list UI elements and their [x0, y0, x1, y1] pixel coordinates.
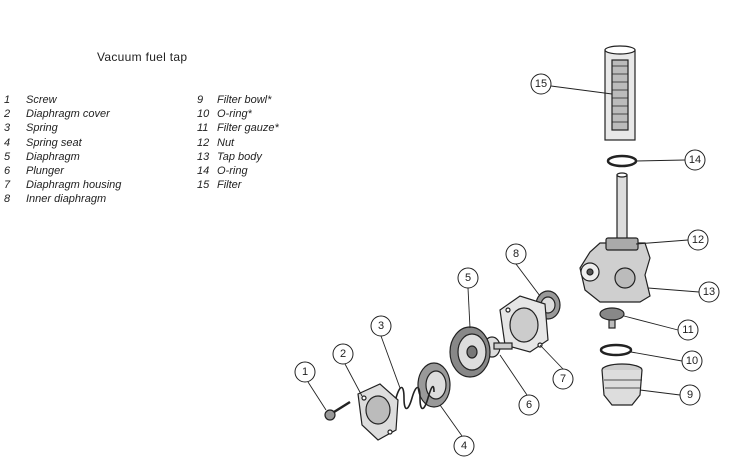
- o-ring-part: [599, 343, 633, 357]
- legend-item: 9 Filter bowl*: [197, 93, 279, 107]
- svg-text:14: 14: [689, 154, 701, 166]
- svg-text:11: 11: [682, 324, 693, 336]
- svg-text:5: 5: [465, 272, 471, 284]
- legend-label: Tap body: [217, 150, 262, 163]
- legend-label: Spring: [26, 122, 58, 135]
- legend-number: 4: [4, 136, 11, 149]
- legend-column-1: 1 Screw 2 Diaphragm cover 3 Spring 4 Spring …: [4, 93, 121, 207]
- legend-item: 12 Nut: [197, 136, 279, 150]
- legend-item: 5 Diaphragm: [4, 150, 121, 164]
- legend-item: 15 Filter: [197, 178, 279, 192]
- svg-text:9: 9: [687, 389, 693, 401]
- callout-9: 9: [679, 384, 701, 406]
- legend-number: 1: [4, 94, 11, 106]
- legend-label: Nut: [217, 136, 235, 149]
- filter-bowl-part: [601, 363, 643, 406]
- legend-item: 13 Tap body: [197, 150, 279, 164]
- leader-lines: [307, 85, 700, 437]
- callout-10: 10: [681, 350, 703, 372]
- legend-item: 7 Diaphragm housing: [4, 178, 121, 192]
- legend-number: 6: [4, 165, 11, 178]
- legend-number: 14: [197, 165, 210, 178]
- callout-3: 3: [370, 315, 392, 337]
- legend-item: 14 O-ring: [197, 164, 279, 178]
- svg-text:4: 4: [461, 440, 467, 452]
- spring-part: [395, 385, 435, 410]
- callout-5: 5: [457, 267, 479, 289]
- callout-13: 13: [698, 281, 720, 303]
- legend-label: Diaphragm cover: [26, 108, 110, 121]
- legend-label: Diaphragm: [26, 150, 80, 163]
- svg-text:1: 1: [302, 366, 308, 378]
- callout-2: 2: [332, 343, 354, 365]
- callout-11: 11: [677, 319, 699, 341]
- svg-text:13: 13: [703, 286, 715, 298]
- legend-item: 8 Inner diaphragm: [4, 192, 121, 206]
- callout-14: 14: [684, 149, 706, 171]
- spring-seat-part: [417, 362, 451, 408]
- legend-item: 3 Spring: [4, 121, 121, 135]
- legend-item: 6 Plunger: [4, 164, 121, 178]
- callout-15: 15: [530, 73, 552, 95]
- legend-label: Plunger: [26, 165, 64, 178]
- legend-number: 13: [197, 150, 210, 163]
- legend-number: 7: [4, 179, 11, 192]
- legend-label: Diaphragm housing: [26, 179, 122, 192]
- svg-text:6: 6: [526, 399, 532, 411]
- legend-number: 10: [197, 108, 210, 121]
- diaphragm-part: [449, 326, 491, 378]
- svg-text:12: 12: [692, 234, 704, 246]
- callout-7: 7: [552, 368, 574, 390]
- svg-text:15: 15: [535, 78, 547, 90]
- legend-label: Filter gauze*: [217, 122, 279, 135]
- svg-text:2: 2: [340, 348, 346, 360]
- svg-text:7: 7: [560, 373, 566, 385]
- o-ring-part: [606, 154, 638, 168]
- screw-part: [324, 400, 351, 421]
- legend-number: 15: [197, 179, 210, 192]
- diaphragm-cover-part: [357, 383, 399, 441]
- legend-item: 2 Diaphragm cover: [4, 107, 121, 121]
- svg-text:10: 10: [686, 355, 698, 367]
- legend-label: Inner diaphragm: [26, 193, 107, 206]
- legend-number: 11: [197, 122, 209, 135]
- tap-body-part: [579, 172, 651, 303]
- legend-number: 5: [4, 150, 11, 163]
- legend-label: Filter: [217, 179, 242, 192]
- legend-item: 1 Screw: [4, 93, 121, 107]
- legend-label: Filter bowl*: [217, 94, 272, 106]
- filter-gauze-part: [599, 307, 625, 329]
- legend-label: Screw: [26, 94, 57, 106]
- legend-number: 2: [4, 108, 11, 121]
- legend-item: 10 O-ring*: [197, 107, 279, 121]
- callout-12: 12: [687, 229, 709, 251]
- callout-4: 4: [453, 435, 475, 457]
- legend-item: 4 Spring seat: [4, 136, 121, 150]
- callout-6: 6: [518, 394, 540, 416]
- svg-text:8: 8: [513, 248, 519, 260]
- legend-label: Spring seat: [26, 136, 82, 149]
- legend-number: 8: [4, 193, 11, 206]
- legend-number: 9: [197, 94, 204, 106]
- callout-8: 8: [505, 243, 527, 265]
- legend-label: O-ring: [217, 165, 248, 178]
- callout-1: 1: [294, 361, 316, 383]
- filter-part: [604, 45, 636, 141]
- diagram-title: Vacuum fuel tap: [97, 50, 188, 64]
- legend-label: O-ring*: [217, 108, 252, 121]
- svg-text:3: 3: [378, 320, 384, 332]
- legend-item: 11 Filter gauze*: [197, 121, 279, 135]
- legend-number: 12: [197, 136, 210, 149]
- diaphragm-housing-part: [499, 295, 549, 353]
- legend-number: 3: [4, 122, 11, 135]
